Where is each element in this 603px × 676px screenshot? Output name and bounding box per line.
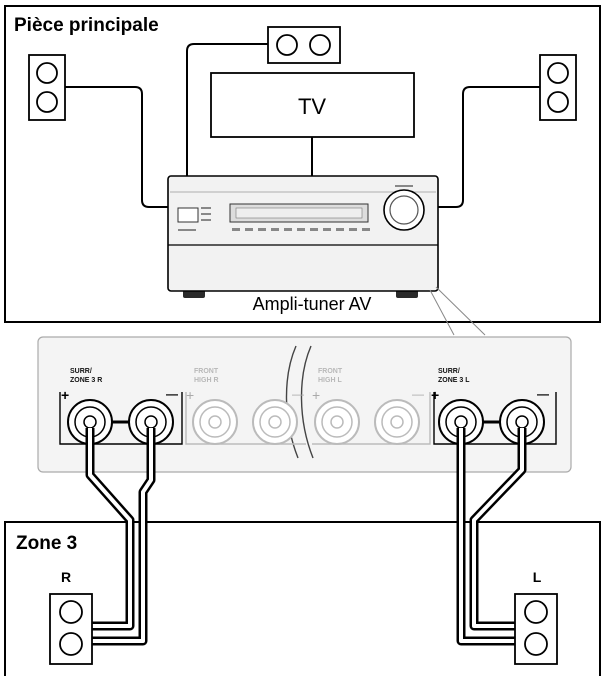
tv: TV [210, 72, 415, 138]
svg-text:+: + [312, 387, 320, 403]
terminal-label-surr-zone3-l-2: ZONE 3 L [438, 377, 470, 384]
svg-text:—: — [537, 387, 549, 401]
main-room-title: Pièce principale [14, 15, 159, 36]
svg-text:—: — [412, 387, 424, 401]
terminal-label-front-high-r-2: HIGH R [194, 377, 219, 384]
zoom-callout [429, 286, 486, 336]
zone3-speaker-left [514, 593, 558, 665]
speaker-front-left [28, 54, 66, 121]
terminal-surr-zone3-r-minus [128, 399, 174, 445]
speaker-center [267, 26, 341, 64]
polarity-signs: + — + — + — + — [61, 387, 549, 403]
zone3-title: Zone 3 [16, 533, 77, 554]
terminal-surr-zone3-r-plus [67, 399, 113, 445]
terminal-label-front-high-r-1: FRONT [194, 368, 219, 375]
svg-text:+: + [61, 387, 69, 403]
zone3-speaker-right [49, 593, 93, 665]
main-room-wires [65, 43, 540, 208]
svg-text:—: — [166, 387, 178, 401]
zone3-cable-right [85, 428, 156, 646]
speaker-front-right [539, 54, 577, 121]
terminal-front-high-r-minus [252, 399, 298, 445]
zone3-cable-left [456, 428, 527, 646]
terminal-surr-zone3-l-minus [499, 399, 545, 445]
zone3-left-label: L [533, 569, 542, 585]
tv-label: TV [298, 94, 326, 119]
terminal-label-surr-zone3-l-1: SURR/ [438, 368, 460, 375]
svg-text:+: + [431, 387, 439, 403]
terminal-front-high-l-plus [314, 399, 360, 445]
receiver-label: Ampli-tuner AV [253, 294, 372, 314]
break-mark [285, 345, 314, 459]
zone3-right-label: R [61, 569, 71, 585]
av-receiver: Ampli-tuner AV [167, 175, 439, 314]
terminal-front-high-r-plus [192, 399, 238, 445]
terminal-front-high-l-minus [374, 399, 420, 445]
svg-text:+: + [186, 387, 194, 403]
terminal-brackets [59, 392, 557, 445]
terminal-label-surr-zone3-r-1: SURR/ [70, 368, 92, 375]
terminal-label-front-high-l-2: HIGH L [318, 377, 342, 384]
terminal-label-front-high-l-1: FRONT [318, 368, 343, 375]
svg-text:—: — [292, 387, 304, 401]
terminal-label-surr-zone3-r-2: ZONE 3 R [70, 377, 102, 384]
rear-panel [37, 336, 572, 473]
zone3-frame [4, 521, 601, 676]
